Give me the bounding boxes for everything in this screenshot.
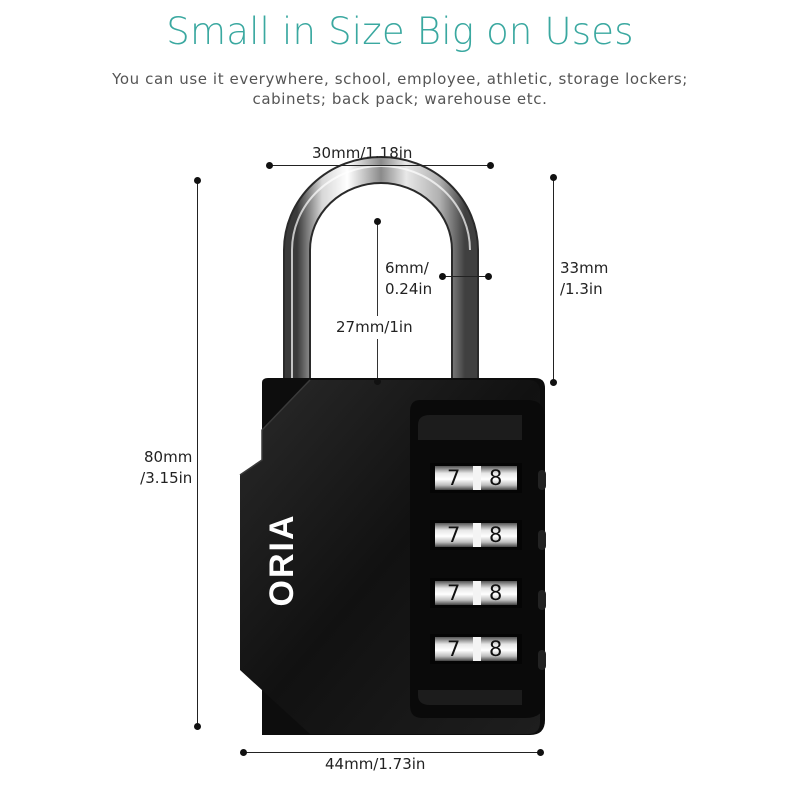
subtitle-line-1: You can use it everywhere, school, emplo… [112, 70, 688, 88]
brand-logo: ORIA [263, 513, 301, 607]
dimension-endpoint [194, 177, 201, 184]
shackle-diameter-label: 6mm/ 0.24in [385, 258, 432, 300]
shackle-clearance-label: 27mm/1in [334, 316, 415, 339]
dial-1-digit-a: 7 [447, 466, 461, 490]
dial-housing [410, 400, 545, 718]
dimension-endpoint [537, 749, 544, 756]
shackle-height-label: 33mm /1.3in [560, 258, 608, 300]
dial-2[interactable] [430, 520, 522, 550]
dimension-endpoint [550, 174, 557, 181]
page-title: Small in Size Big on Uses [166, 10, 634, 53]
shackle-diameter-mm: 6mm/ [385, 259, 429, 277]
subtitle-line-2: cabinets; back pack; warehouse etc. [252, 90, 548, 108]
dimension-line-shackle-diameter [442, 276, 488, 277]
dial-3-digit-a: 7 [447, 581, 461, 605]
dial-4-digit-a: 7 [447, 637, 461, 661]
dimension-endpoint [194, 723, 201, 730]
dimension-line-shackle-height [553, 178, 554, 382]
dial-3-digit-b: 8 [489, 581, 503, 605]
dimension-line-total-height [197, 181, 198, 726]
shackle-diameter-in: 0.24in [385, 280, 433, 298]
dimension-endpoint [266, 162, 273, 169]
dial-1-digit-b: 8 [489, 466, 503, 490]
dimension-endpoint [487, 162, 494, 169]
shackle [283, 156, 479, 385]
dimension-line-shackle-width [269, 165, 490, 166]
subtitle: You can use it everywhere, school, emplo… [0, 69, 800, 109]
total-height-mm: 80mm [144, 448, 193, 466]
shackle-height-mm: 33mm [560, 259, 609, 277]
dial-4-digit-b: 8 [489, 637, 503, 661]
dimension-line-shackle-clearance [377, 222, 378, 381]
dimension-endpoint [485, 273, 492, 280]
shackle-height-in: /1.3in [560, 280, 603, 298]
total-height-label: 80mm /3.15in [140, 447, 193, 489]
dial-1[interactable] [430, 463, 522, 493]
dial-4[interactable] [430, 634, 522, 664]
total-height-in: /3.15in [140, 469, 193, 487]
dimension-endpoint [550, 379, 557, 386]
dial-2-digit-b: 8 [489, 523, 503, 547]
shackle-width-label: 30mm/1.18in [312, 144, 413, 162]
dimension-line-body-width [243, 752, 540, 753]
dimension-endpoint [374, 378, 381, 385]
dimension-endpoint [374, 218, 381, 225]
dimension-endpoint [439, 273, 446, 280]
dimension-endpoint [240, 749, 247, 756]
body-width-label: 44mm/1.73in [325, 755, 426, 773]
dial-3[interactable] [430, 578, 522, 608]
dial-2-digit-a: 7 [447, 523, 461, 547]
